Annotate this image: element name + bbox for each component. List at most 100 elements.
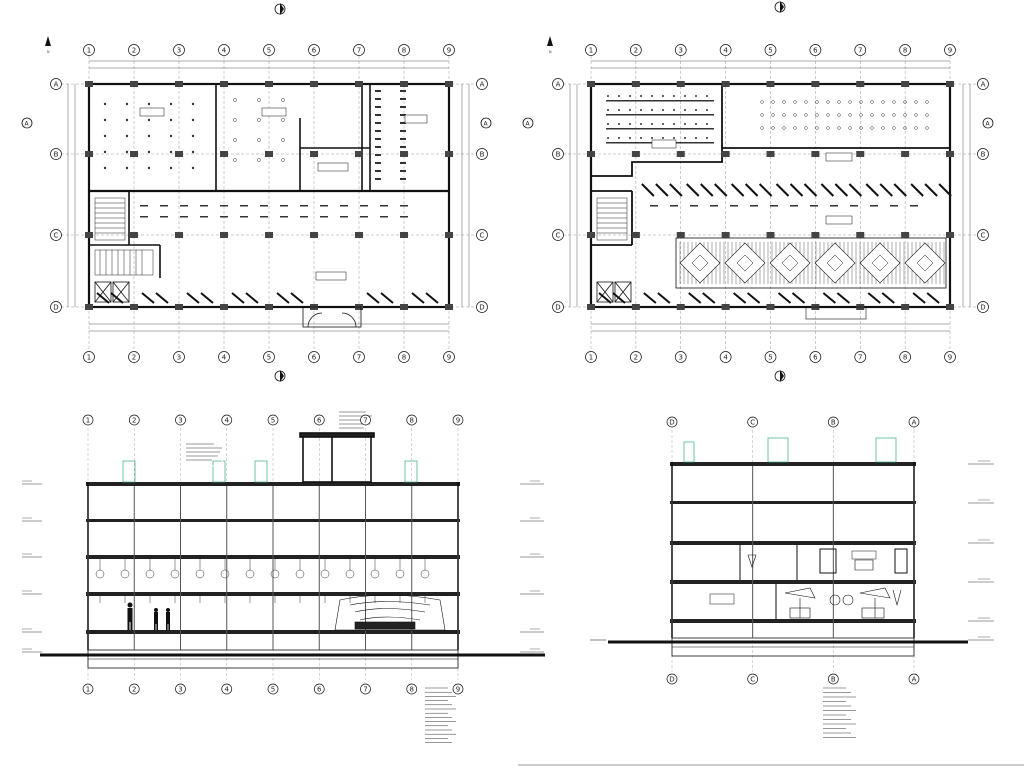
balcony-outline [805,306,867,320]
grid-bubble-label: 6 [312,354,317,362]
grid-bubble-8: 8 [398,351,410,363]
grid-bubble-6: 6 [308,351,320,363]
grid-bubble-label: 2 [132,47,136,55]
grid-bubble-6: 6 [809,44,822,56]
first-floor-plan: N A A [522,1,994,382]
grid-bubble-5: 5 [263,351,275,363]
grid-bubble-1: 1 [83,44,95,56]
grid-bubble-label: C [556,232,561,240]
grid-bubble-5: 5 [764,44,777,56]
grid-bubble-9: 9 [443,44,455,56]
entrance-door-icon [302,306,362,328]
grid-bubble-B: B [827,673,839,685]
section-marker-icon [774,1,786,13]
grid-bubble-label: D [669,676,674,684]
grid-bubble-3: 3 [175,683,186,695]
grid-bubble-label: 7 [363,417,367,425]
grid-bubble-B: B [827,416,839,428]
grid-bubble-8: 8 [398,44,410,56]
grid-bubble-6: 6 [313,683,325,695]
grid-bubble-B: B [977,148,989,160]
grid-bubble-C: C [476,229,488,241]
reception-sculpture [334,594,446,631]
grid-bubble-4: 4 [221,683,233,695]
grid-bubble-label: A [912,676,917,684]
grid-bubble-1: 1 [82,414,94,426]
section-walls [671,462,915,638]
section-columns [671,466,915,638]
grid-bubble-label: A [912,419,917,427]
grid-bubble-label: B [54,151,59,159]
grid-bubble-label: 3 [679,47,683,55]
grid-bubble-label: 4 [723,47,728,55]
grid-lines [671,430,915,672]
grid-bubble-7: 7 [854,351,867,363]
grid-bubble-4: 4 [218,351,230,363]
grid-bubble-label: 4 [225,686,230,694]
grid-bubble-6: 6 [308,44,320,56]
grid-bubble-9: 9 [452,414,464,426]
grid-bubble-label: D [980,304,985,312]
grid-bubble-label: 6 [813,354,818,362]
grid-bubble-D: D [666,673,678,685]
grid-bubble-7: 7 [353,351,365,363]
roof-parapets [683,437,897,463]
room-partitions [89,84,371,278]
svg-text:A: A [526,121,531,128]
lift-icon [596,281,632,303]
grid-bubble-label: 7 [363,686,367,694]
grid-bubble-label: 9 [447,47,451,55]
grid-bubble-label: 4 [222,47,227,55]
section-note-block [185,411,372,467]
grid-bubble-label: 6 [317,686,322,694]
grid-bubble-label: C [54,232,59,240]
grid-bubble-label: A [556,81,561,89]
grid-bubble-D: D [977,301,989,313]
section-marker-icon [774,370,786,382]
grid-bubble-label: 8 [903,47,907,55]
grid-bubble-5: 5 [267,683,279,695]
grid-bubble-label: 1 [87,47,91,55]
grid-bubble-label: C [750,676,755,684]
grid-bubble-label: B [981,151,986,159]
section-marker-icon [274,3,286,15]
grid-bubble-label: 8 [410,417,414,425]
grid-bubble-4: 4 [218,44,230,56]
grid-bubble-4: 4 [221,414,233,426]
grid-bubble-D: D [50,301,62,313]
grid-bubble-label: A [480,81,485,89]
grid-bubble-3: 3 [175,414,186,426]
grid-bubble-A: A [50,78,62,90]
svg-text:A: A [986,121,991,128]
grid-bubble-label: 2 [132,686,136,694]
furniture-icon [747,554,902,619]
grid-bubble-A: A [977,78,989,90]
stair-icon [596,197,628,241]
atrium-void-lattice [675,237,947,289]
grid-bubble-C: C [747,416,759,428]
material-legend [823,687,856,738]
grid-bubble-label: 5 [271,686,275,694]
grid-bubble-2: 2 [128,44,140,56]
cross-section: D C B A D C B A [518,416,1024,766]
grid-bubble-4: 4 [719,44,732,56]
grid-bubble-label: A [54,81,59,89]
grid-bubble-8: 8 [406,414,418,426]
grid-bubble-2: 2 [630,351,642,363]
grid-bubble-label: 1 [86,686,90,694]
grid-bubble-5: 5 [764,351,777,363]
grid-bubble-6: 6 [809,351,822,363]
stair-tower [299,432,375,483]
grid-bubble-3: 3 [674,44,687,56]
grid-bubble-label: 5 [768,47,772,55]
grid-bubble-label: D [669,419,674,427]
